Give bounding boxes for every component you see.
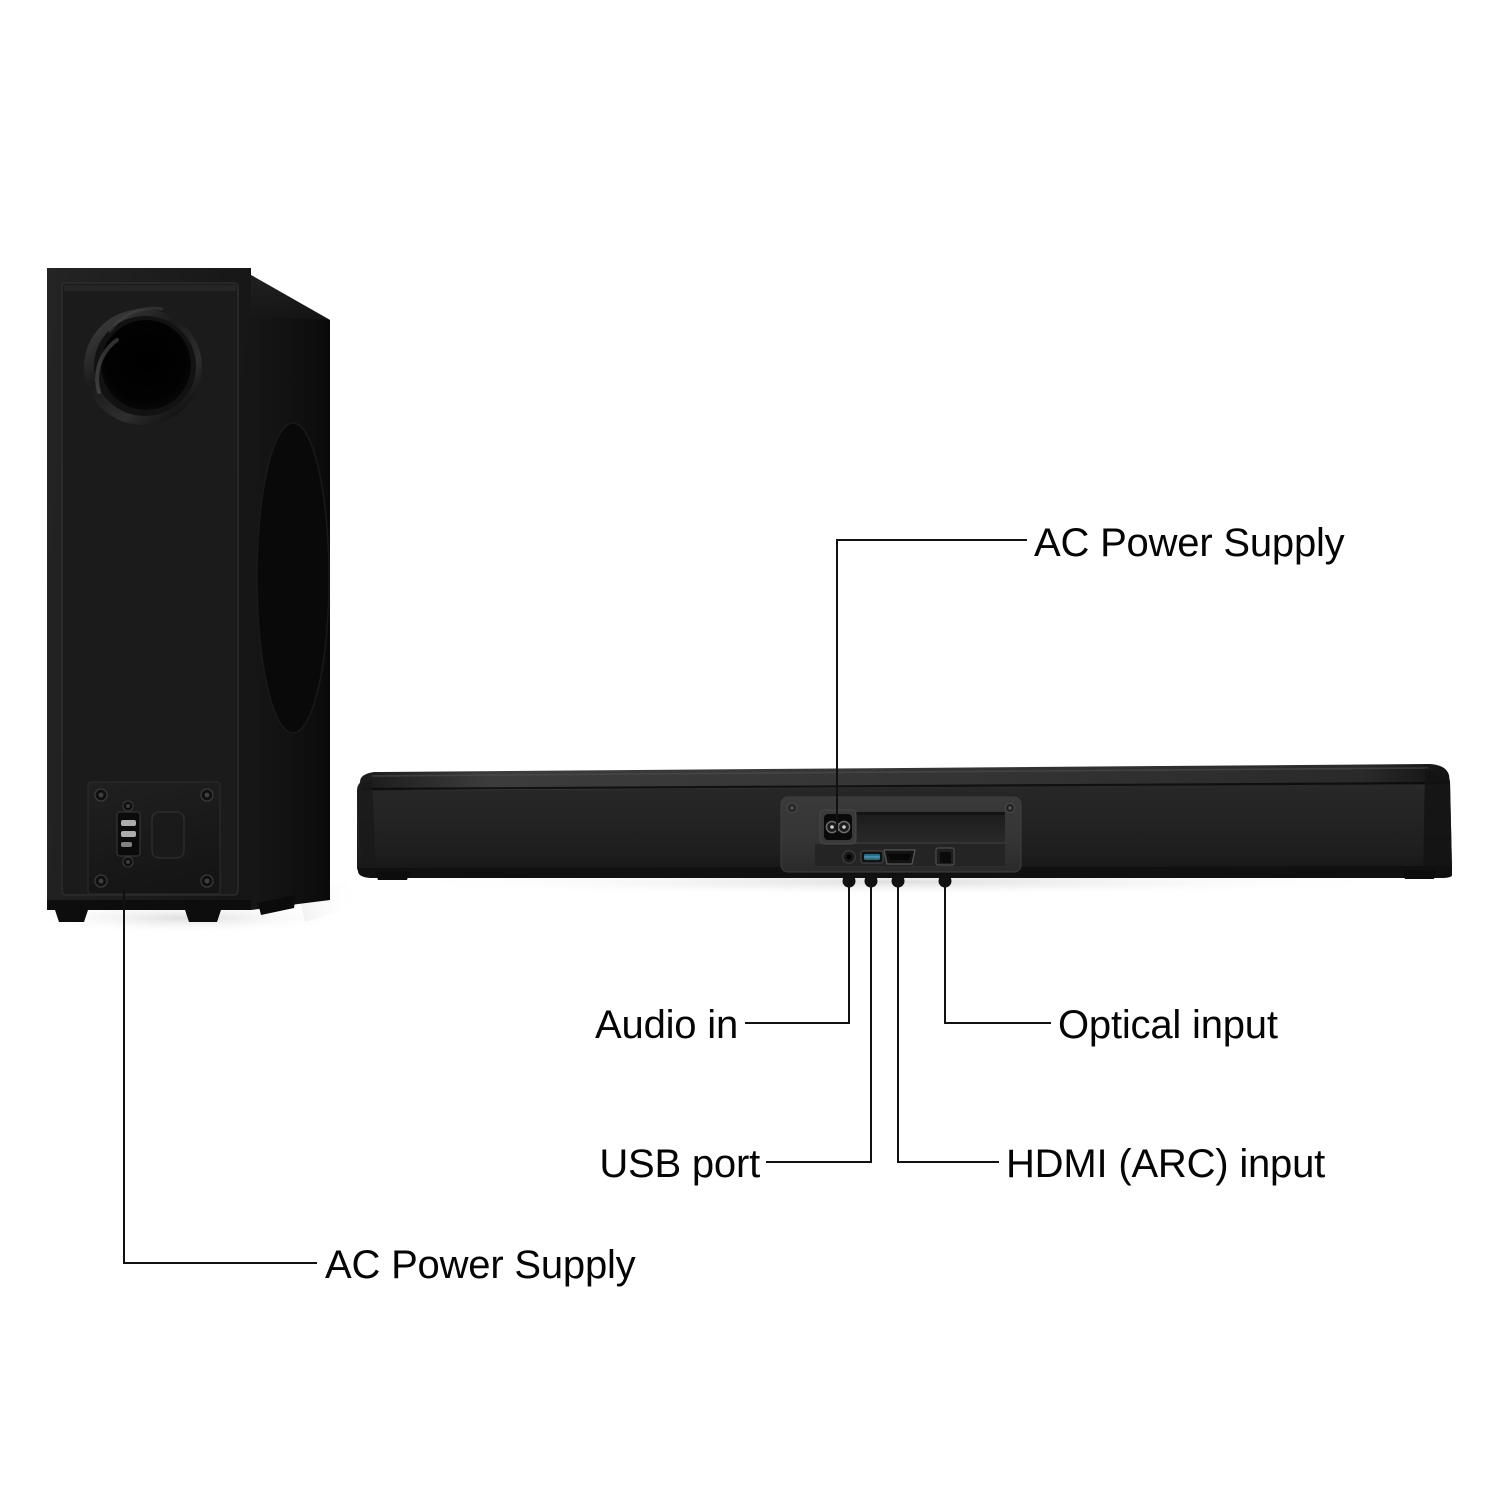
subwoofer-recess-highlight — [64, 285, 236, 291]
side-firing-driver-rim — [256, 422, 330, 734]
callout-label-subwoofer-ac-power: AC Power Supply — [325, 1243, 636, 1287]
bass-port-highlight — [95, 338, 119, 394]
soundbar-right-chamfer — [1423, 768, 1452, 877]
soundbar-optical-port — [935, 847, 955, 866]
soundbar-top-highlight — [371, 767, 1429, 777]
leader-optical-input — [944, 880, 1051, 1024]
subwoofer-side-shadow — [300, 880, 360, 922]
callout-label-optical-input: Optical input — [1058, 1003, 1278, 1047]
leader-soundbar-ac-power — [836, 539, 1027, 831]
leader-usb-port — [766, 880, 872, 1163]
subwoofer-label-plate — [151, 811, 185, 859]
soundbar-left-chamfer — [357, 778, 376, 877]
anchor-dot-usb — [864, 874, 878, 888]
callout-anchor-dots — [842, 874, 952, 888]
anchor-dot-audio-in — [842, 874, 856, 888]
soundbar-port-shelf-edge — [815, 842, 1005, 844]
callout-label-audio-in: Audio in — [595, 1003, 738, 1047]
callout-label-usb-port: USB port — [599, 1142, 760, 1186]
subwoofer-rear-recess — [61, 282, 239, 896]
soundbar-port-cavity — [850, 812, 1005, 842]
soundbar-audio-in-jack — [842, 850, 856, 864]
soundbar-feet — [375, 870, 1437, 880]
callout-label-hdmi-arc-input: HDMI (ARC) input — [1006, 1142, 1326, 1186]
soundbar-usb-port — [860, 850, 884, 864]
subwoofer-ac-inlet — [116, 800, 141, 868]
callout-label-soundbar-ac-power: AC Power Supply — [1034, 521, 1345, 565]
soundbar-graphic — [357, 764, 1452, 896]
leader-subwoofer-ac-power — [123, 887, 317, 1264]
subwoofer-graphic — [20, 268, 360, 934]
subwoofer-bottom-edge — [47, 900, 251, 910]
soundbar-grille-seam — [361, 781, 1450, 791]
bass-port-hole — [101, 320, 191, 410]
subwoofer-feet — [55, 895, 296, 922]
bass-port-highlight-2 — [108, 306, 164, 333]
anchor-dot-optical — [938, 874, 952, 888]
side-firing-driver — [257, 423, 329, 733]
soundbar-port-cavity-lip — [850, 812, 1005, 815]
port-recess-screws — [786, 802, 1016, 814]
soundbar-hdmi-port — [883, 849, 916, 865]
amp-plate-screws — [94, 788, 214, 888]
leader-hdmi-arc — [897, 880, 999, 1163]
callout-leader-lines — [123, 539, 1051, 1264]
leader-audio-in — [745, 880, 850, 1024]
anchor-dot-hdmi — [891, 874, 905, 888]
